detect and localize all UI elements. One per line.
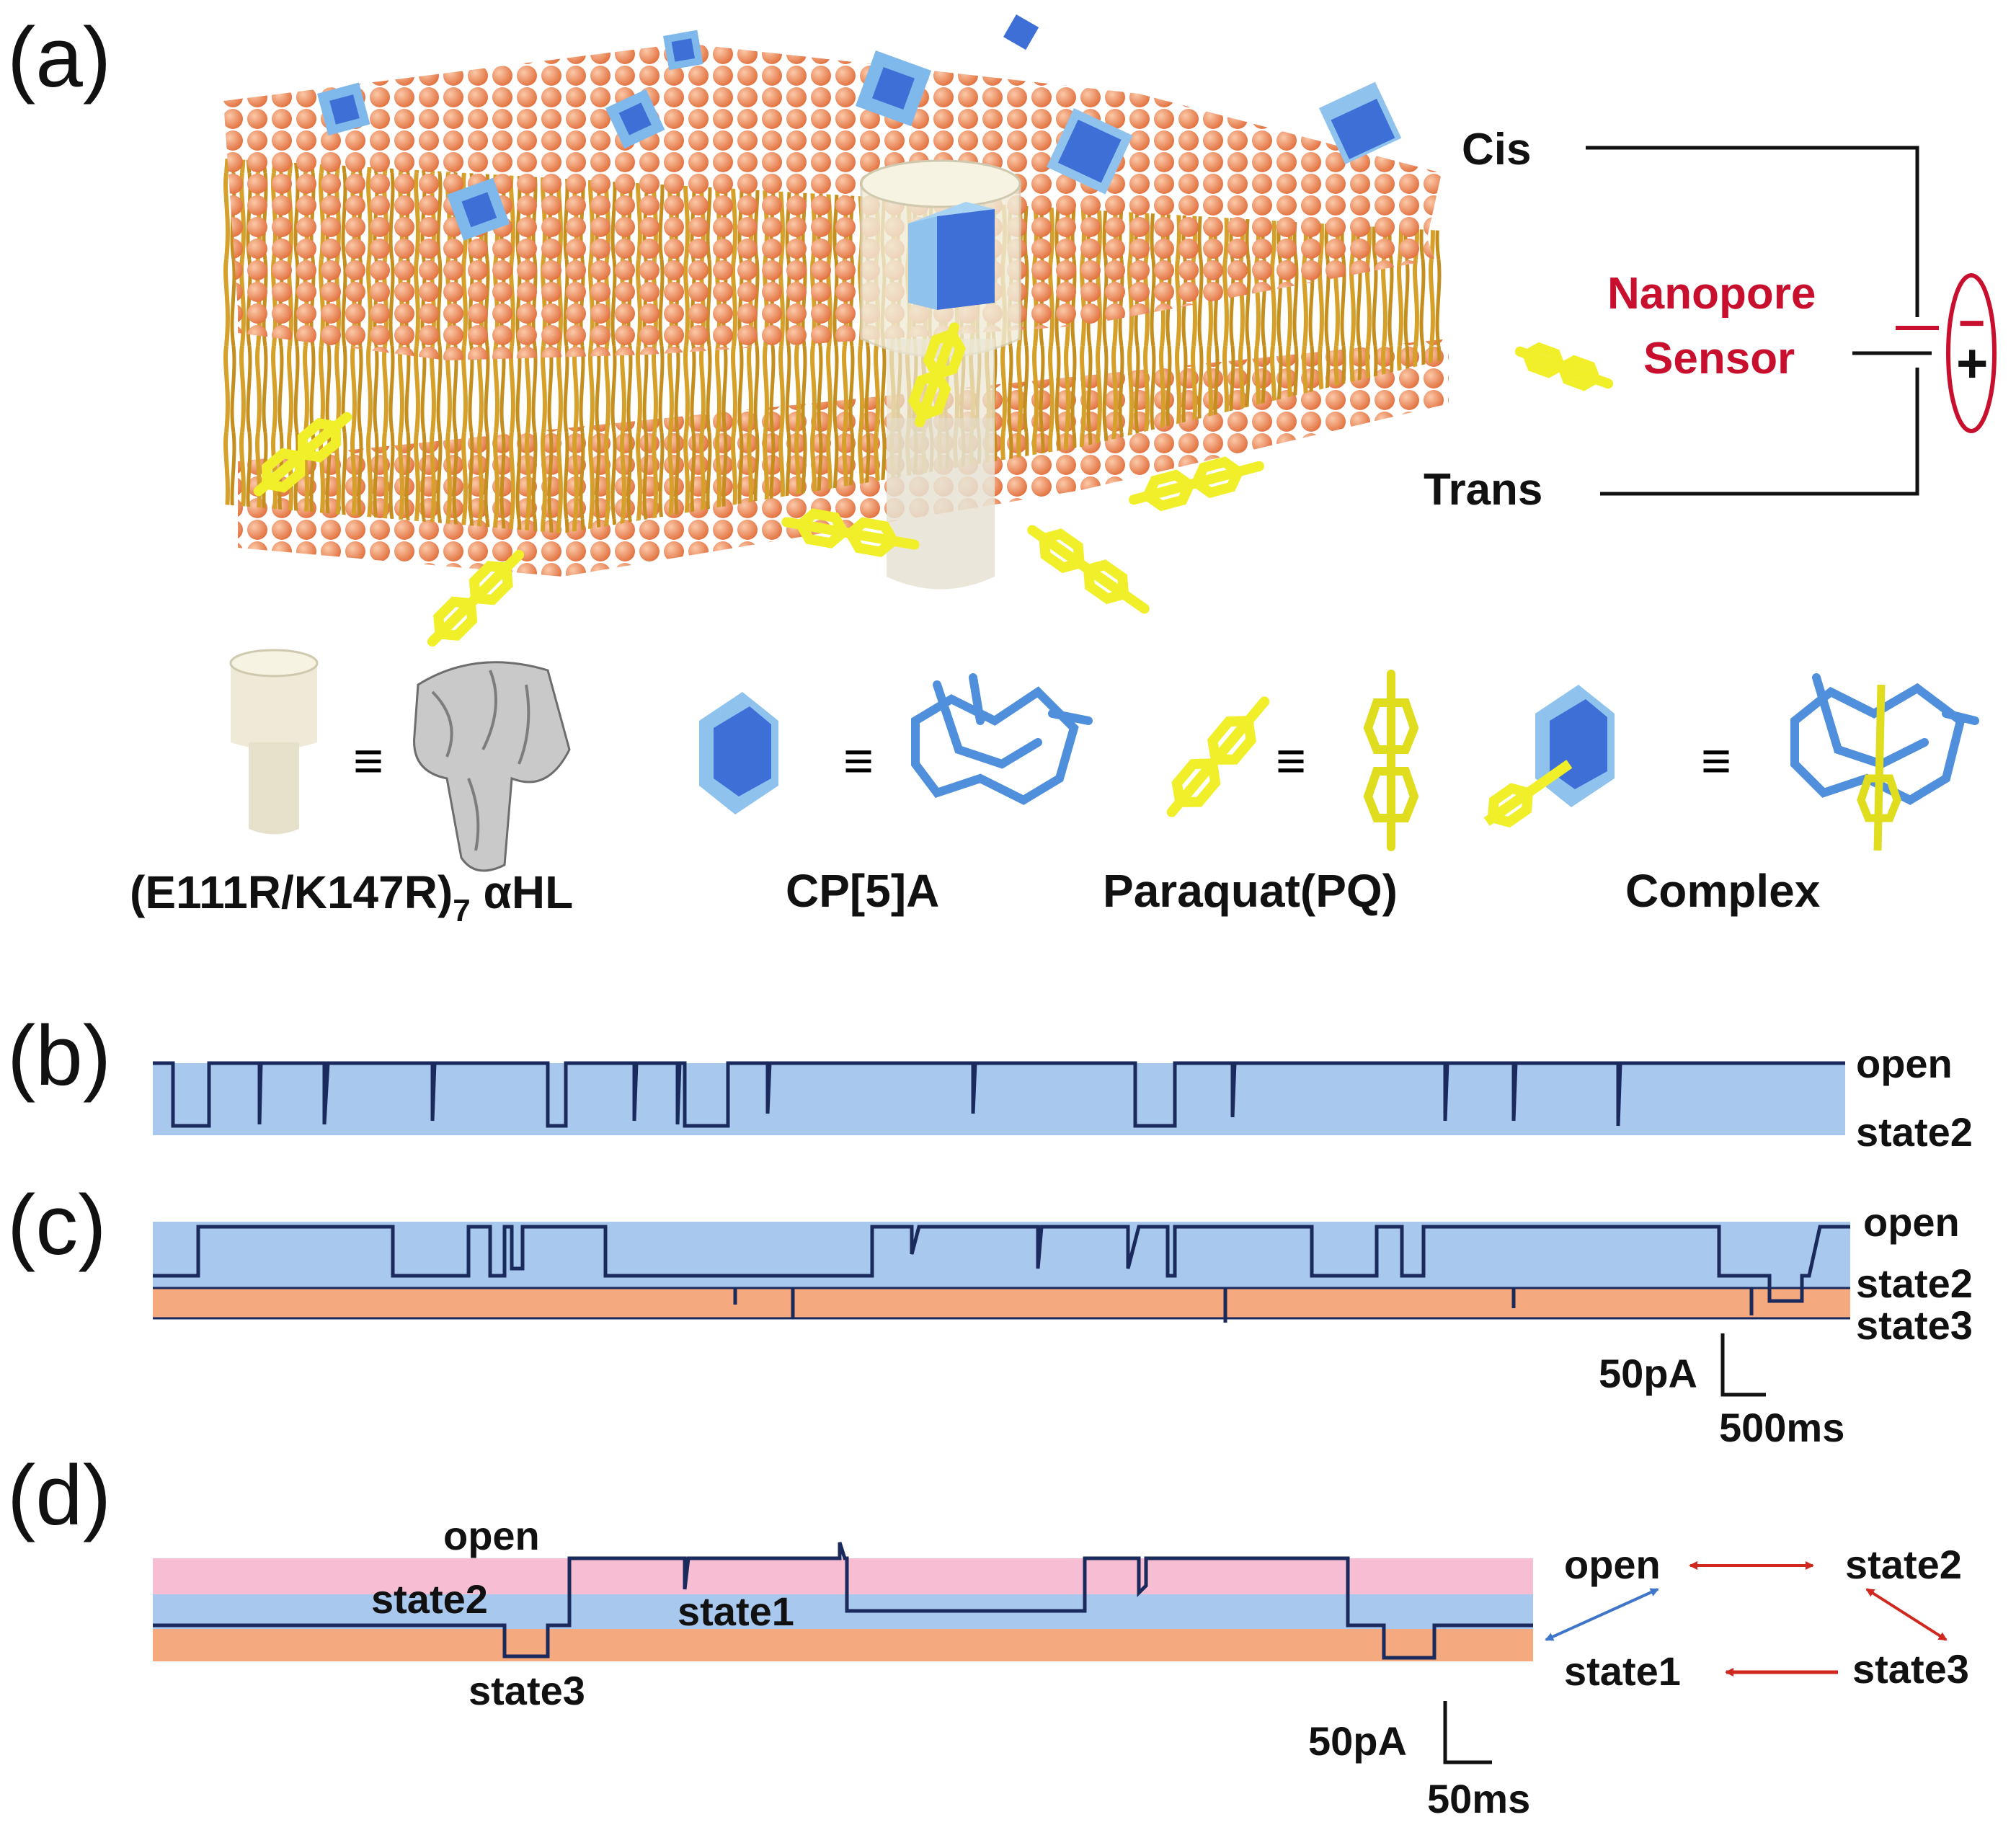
level-band-open-state2 (153, 1063, 1845, 1135)
cis-label: Cis (1462, 125, 1531, 174)
upper-leaflet-heads (223, 43, 1442, 339)
legend-row: ≡ ≡ ≡ (130, 649, 1979, 928)
voltage-source (1946, 273, 1997, 433)
legend-label-ahl: (E111R/K147R)7 αHL (130, 866, 573, 928)
level-label-state2: state2 (1856, 1261, 1973, 1306)
paraquat (1027, 525, 1150, 614)
legend-cp5a-icon (699, 692, 778, 814)
paraquat (781, 508, 920, 558)
trans-label: Trans (1424, 465, 1542, 515)
level-band-state3 (153, 1288, 1850, 1318)
alpha-hemolysin-structure (413, 661, 571, 872)
current-trace-b (153, 1061, 1845, 1128)
panel-d: (d) open state2 state1 state3 50pA 50ms … (7, 1448, 1969, 1821)
level-band-open (153, 1558, 1533, 1594)
panel-d-label: (d) (7, 1448, 111, 1543)
legend-paraquat-icon (1166, 696, 1270, 817)
level-band-open-state2 (153, 1222, 1850, 1288)
level-label-state3: state3 (1856, 1302, 1973, 1348)
panel-c-label: (c) (7, 1178, 107, 1273)
scheme-state3: state3 (1852, 1646, 1969, 1692)
paraquat (1129, 456, 1264, 512)
equiv-sign: ≡ (1701, 732, 1731, 790)
panel-a-label: (a) (7, 10, 111, 105)
paraquat (1514, 342, 1614, 391)
scale-current-c: 50pA (1599, 1351, 1697, 1396)
state3-spikes (733, 1288, 1754, 1323)
level-label-state2: state2 (1856, 1109, 1973, 1155)
scheme-state2: state2 (1845, 1542, 1962, 1587)
cp5a-cube (605, 89, 665, 149)
trace-label-state1: state1 (678, 1589, 794, 1634)
plus-sign: + (1956, 333, 1988, 394)
minus-sign: − (1958, 297, 1985, 349)
cp5a-structure (911, 673, 1093, 805)
level-label-open: open (1863, 1199, 1960, 1245)
equiv-sign: ≡ (843, 732, 874, 790)
scheme-state1: state1 (1564, 1648, 1681, 1694)
paraquat-in-pore (907, 322, 967, 427)
scale-time-c: 500ms (1719, 1405, 1844, 1450)
panel-b: (b) open state2 (7, 1008, 1973, 1155)
trace-label-state2: state2 (371, 1576, 488, 1622)
legend-label-complex: Complex (1625, 865, 1821, 917)
paraquat (253, 412, 352, 497)
paraquat-structure (1363, 670, 1419, 851)
current-trace-c (153, 1225, 1850, 1303)
kinetic-scheme: open state2 state1 state3 (1545, 1542, 1969, 1694)
panel-c: (c) open state2 state3 50pA 500ms (7, 1178, 1973, 1450)
level-label-open: open (1856, 1041, 1953, 1086)
cp5a-in-pore (908, 202, 995, 310)
cp5a-cube (1319, 81, 1402, 164)
complex-structure (1790, 673, 1979, 851)
circuit-diagram: Cis Trans Nanopore Sensor − + (1424, 125, 1997, 515)
equiv-sign: ≡ (353, 732, 383, 790)
legend-complex-icon (1483, 685, 1615, 828)
panel-b-label: (b) (7, 1008, 111, 1103)
legend-label-cp5a: CP[5]A (786, 865, 939, 917)
cp5a-molecules (317, 14, 1402, 310)
legend-ahl-icon (229, 649, 319, 835)
lipid-bilayer-illustration (223, 43, 1449, 577)
nanopore-label: Nanopore (1607, 269, 1816, 319)
paraquat-molecules (253, 322, 1614, 647)
cp5a-cube (447, 177, 510, 241)
current-trace-d (153, 1542, 1533, 1660)
equiv-sign: ≡ (1276, 732, 1306, 790)
trace-label-open: open (443, 1513, 540, 1558)
scale-bar-c: 50pA 500ms (1599, 1333, 1844, 1450)
circuit-wire-bottom (1600, 368, 1919, 496)
scale-bar-d: 50pA 50ms (1308, 1701, 1530, 1821)
cp5a-cube (663, 30, 703, 71)
cp5a-cube (855, 50, 932, 127)
paraquat (427, 549, 525, 647)
level-band-state3 (153, 1629, 1533, 1661)
scale-time-d: 50ms (1427, 1776, 1530, 1821)
panel-a: (a) (7, 10, 1997, 928)
cp5a-cube (1003, 14, 1039, 50)
scale-current-d: 50pA (1308, 1718, 1407, 1764)
trace-label-state3: state3 (469, 1668, 585, 1713)
arrow-open-trace (1545, 1588, 1659, 1641)
sensor-label: Sensor (1643, 334, 1795, 383)
legend-label-paraquat: Paraquat(PQ) (1103, 865, 1398, 917)
level-band-state2 (153, 1594, 1533, 1629)
cp5a-cube (317, 82, 370, 136)
circuit-wire-top (1586, 146, 1919, 317)
scheme-open: open (1564, 1542, 1661, 1587)
upper-leaflet-front-edge (238, 238, 1434, 360)
arrow-state2-state3 (1865, 1588, 1948, 1641)
cp5a-cube (1046, 108, 1133, 195)
